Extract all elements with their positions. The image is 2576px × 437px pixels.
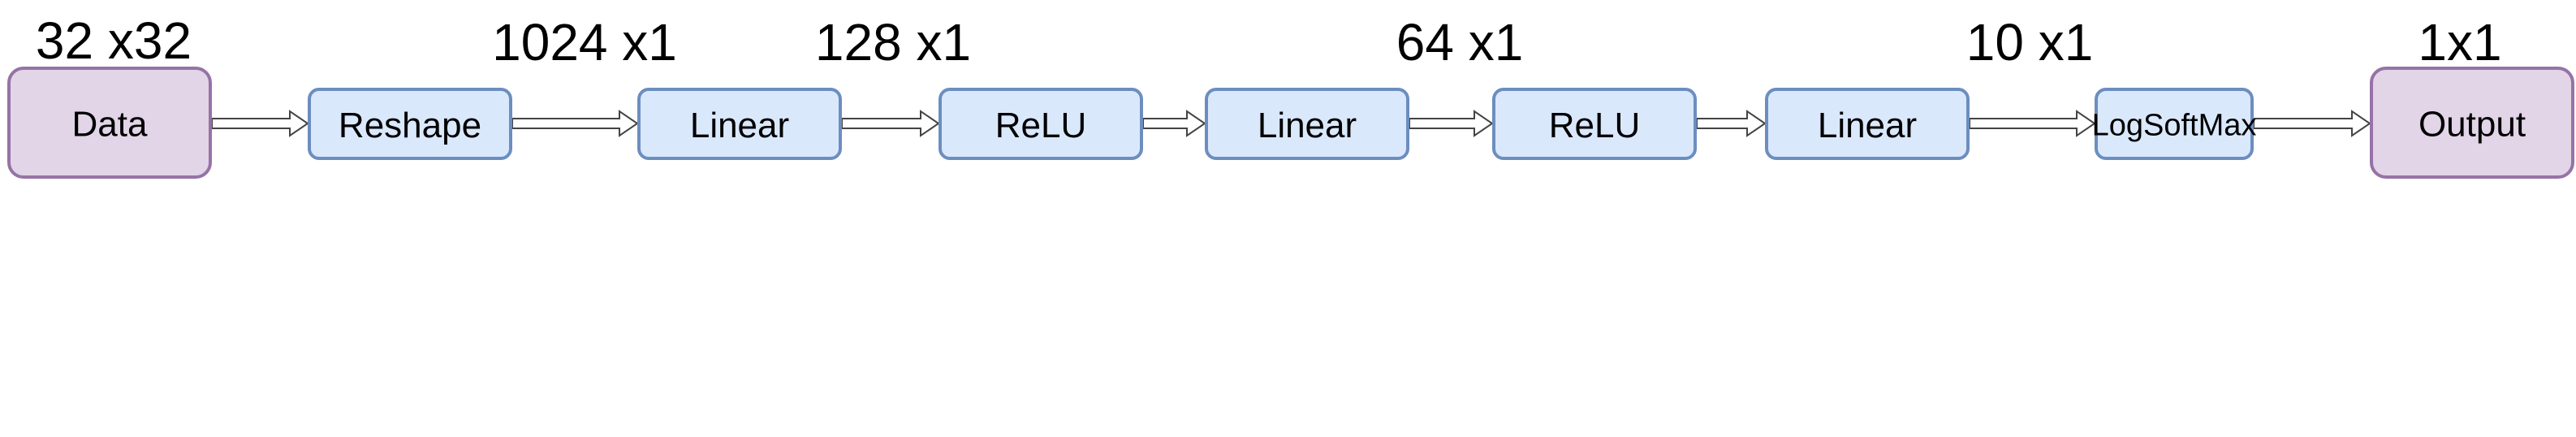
node-label-relu2: ReLU xyxy=(1549,106,1641,145)
node-linear3: Linear xyxy=(1765,88,1970,160)
node-logsoftmax: LogSoftMax xyxy=(2092,88,2257,160)
node-label-output: Output xyxy=(2419,105,2526,145)
dimension-label: 32 x32 xyxy=(36,11,192,70)
node-linear1: Linear xyxy=(637,88,842,160)
node-box-data xyxy=(7,67,212,179)
node-box-reshape xyxy=(308,88,512,160)
node-box-linear1 xyxy=(637,88,842,160)
dimension-label: 64 x1 xyxy=(1396,13,1524,71)
node-label-linear1: Linear xyxy=(690,106,789,145)
nodes-layer: Data Reshape Linear ReLU Linear ReLU Linear Log… xyxy=(7,67,2574,179)
node-label-relu1: ReLU xyxy=(995,106,1087,145)
node-box-output xyxy=(2370,67,2574,179)
arrows-layer xyxy=(211,110,2371,137)
node-relu1: ReLU xyxy=(938,88,1143,160)
dimension-label: 128 x1 xyxy=(815,13,971,71)
node-box-logsoftmax xyxy=(2095,88,2254,160)
arrow-linear3-to-logsoftmax xyxy=(1969,110,2096,137)
node-output: Output xyxy=(2370,67,2574,179)
node-linear2: Linear xyxy=(1205,88,1409,160)
node-label-logsoftmax: LogSoftMax xyxy=(2092,109,2257,143)
node-label-linear2: Linear xyxy=(1258,106,1357,145)
arrow-relu1-to-linear2 xyxy=(1142,110,1206,137)
arrow-reshape-to-linear1 xyxy=(511,110,639,137)
node-data: Data xyxy=(7,67,212,179)
node-reshape: Reshape xyxy=(308,88,512,160)
node-label-data: Data xyxy=(72,105,148,145)
node-label-linear3: Linear xyxy=(1818,106,1917,145)
node-box-linear2 xyxy=(1205,88,1409,160)
node-box-relu1 xyxy=(938,88,1143,160)
dimension-labels-layer: 32 x32 1024 x1 128 x1 64 x1 10 x1 1x1 xyxy=(36,11,2502,71)
node-relu2: ReLU xyxy=(1492,88,1697,160)
arrow-relu2-to-linear3 xyxy=(1696,110,1767,137)
node-label-reshape: Reshape xyxy=(339,106,481,145)
node-box-linear3 xyxy=(1765,88,1970,160)
arrow-linear1-to-relu1 xyxy=(841,110,940,137)
arrow-linear2-to-relu2 xyxy=(1409,110,1494,137)
dimension-label: 1024 x1 xyxy=(492,13,677,71)
arrow-logsoftmax-to-output xyxy=(2253,110,2371,137)
node-box-relu2 xyxy=(1492,88,1697,160)
arrow-data-to-reshape xyxy=(211,110,309,137)
dimension-label: 10 x1 xyxy=(1966,13,2094,71)
dimension-label: 1x1 xyxy=(2418,13,2501,71)
